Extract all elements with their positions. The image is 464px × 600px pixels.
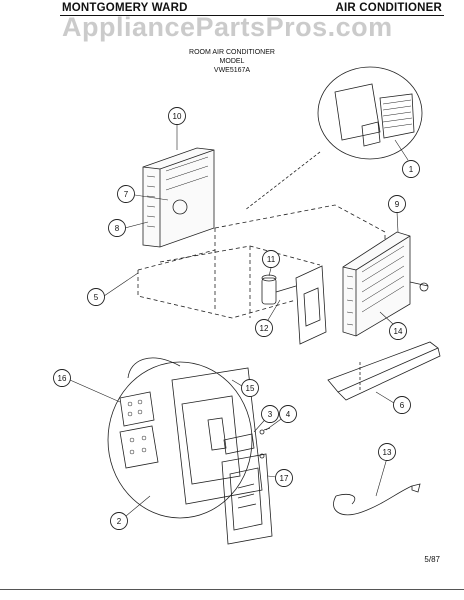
cabinet-outline xyxy=(137,204,386,319)
callout-label: 13 xyxy=(383,448,392,457)
callout-7: 7 xyxy=(117,185,135,203)
watermark-text: AppliancePartsPros.com xyxy=(62,12,393,42)
callout-label: 11 xyxy=(267,255,276,264)
callout-2: 2 xyxy=(110,512,128,530)
callout-3: 3 xyxy=(261,405,279,423)
capacitor xyxy=(261,274,297,305)
callout-16: 16 xyxy=(53,369,71,387)
callout-9: 9 xyxy=(388,195,406,213)
callout-14: 14 xyxy=(389,322,407,340)
callout-10: 10 xyxy=(168,107,186,125)
front-panel xyxy=(221,453,273,545)
condenser-coil xyxy=(342,231,429,337)
revision-date: 5/87 xyxy=(424,555,440,564)
header-rule xyxy=(60,15,444,16)
callout-label: 15 xyxy=(246,384,255,393)
callout-label: 1 xyxy=(409,165,414,174)
callout-label: 7 xyxy=(124,190,129,199)
control-panel xyxy=(171,367,263,505)
callout-label: 14 xyxy=(394,327,403,336)
subtitle-line-1: ROOM AIR CONDITIONER xyxy=(189,49,275,56)
callout-label: 17 xyxy=(280,474,289,483)
callout-label: 16 xyxy=(58,374,67,383)
callout-label: 12 xyxy=(260,324,269,333)
callout-5: 5 xyxy=(87,288,105,306)
subtitle-line-2: MODEL xyxy=(219,58,245,65)
callout-13: 13 xyxy=(378,443,396,461)
callout-label: 10 xyxy=(173,112,182,121)
front-grille xyxy=(244,66,423,211)
callout-1: 1 xyxy=(402,160,420,178)
evaporator-coil xyxy=(142,147,215,248)
callout-4: 4 xyxy=(279,405,297,423)
callout-12: 12 xyxy=(255,319,273,337)
power-cord xyxy=(333,483,421,516)
callout-label: 4 xyxy=(286,410,291,419)
callout-17: 17 xyxy=(275,469,293,487)
knobs-and-screws xyxy=(223,427,271,459)
callout-6: 6 xyxy=(393,396,411,414)
callout-label: 3 xyxy=(268,410,273,419)
callout-8: 8 xyxy=(108,219,126,237)
callout-15: 15 xyxy=(241,379,259,397)
callout-label: 9 xyxy=(395,200,400,209)
subtitle-line-3: VWE5167A xyxy=(213,67,251,74)
footer-rule xyxy=(0,589,464,590)
drain-pan xyxy=(327,341,441,401)
callout-label: 5 xyxy=(94,293,99,302)
callout-11: 11 xyxy=(262,250,280,268)
control-bracket xyxy=(295,265,327,345)
control-detail xyxy=(107,357,253,519)
brand-title: MONTGOMERY WARD xyxy=(62,2,188,14)
callout-label: 8 xyxy=(115,224,120,233)
callout-label: 6 xyxy=(400,401,405,410)
callout-label: 2 xyxy=(117,517,122,526)
product-title: AIR CONDITIONER xyxy=(335,2,442,14)
